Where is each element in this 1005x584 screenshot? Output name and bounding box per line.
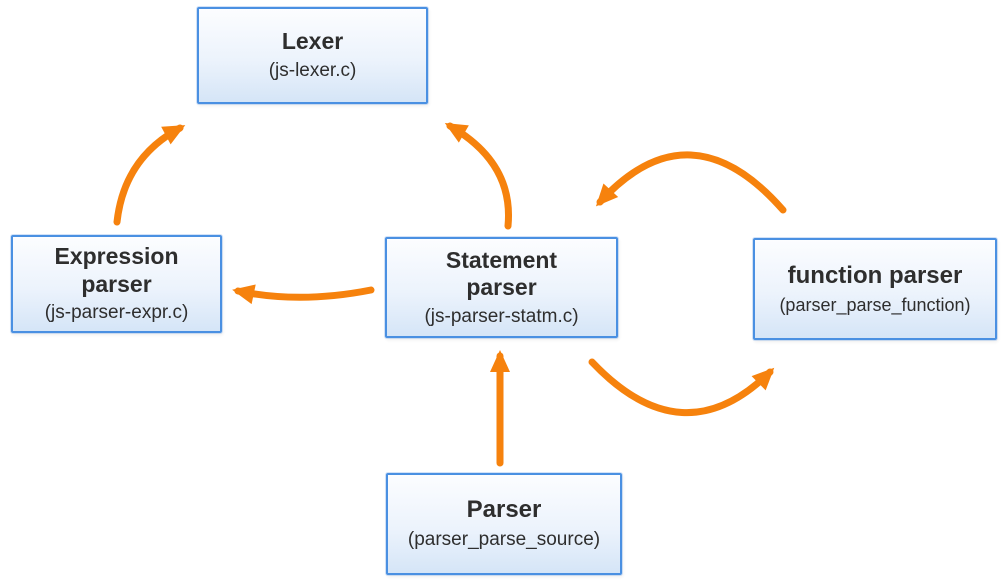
- node-parser-title: Parser: [466, 496, 542, 524]
- arrow-statement-parser-to-expression-parser: [232, 284, 375, 305]
- node-parser: Parser (parser_parse_source): [386, 473, 622, 575]
- node-function-parser-title: function parser: [787, 261, 963, 289]
- node-expression-parser: Expression parser (js-parser-expr.c): [11, 235, 222, 333]
- arrow-statement-parser-to-lexer: [444, 122, 513, 230]
- node-lexer-subtitle: (js-lexer.c): [268, 59, 357, 81]
- arrow-expression-parser-to-lexer: [113, 124, 186, 226]
- node-function-parser: function parser (parser_parse_function): [753, 238, 997, 340]
- node-statement-parser-subtitle: (js-parser-statm.c): [424, 305, 579, 327]
- node-lexer-title: Lexer: [281, 28, 344, 55]
- node-statement-parser-title: Statement parser: [445, 246, 558, 301]
- node-expression-parser-subtitle: (js-parser-expr.c): [44, 302, 189, 324]
- node-function-parser-subtitle: (parser_parse_function): [779, 294, 971, 315]
- node-expression-parser-title: Expression parser: [54, 243, 179, 297]
- arrow-function-parser-to-statement-parser: [595, 151, 787, 214]
- arrow-statement-parser-to-function-parser: [588, 358, 775, 416]
- node-lexer: Lexer (js-lexer.c): [197, 7, 428, 104]
- node-parser-subtitle: (parser_parse_source): [407, 529, 601, 551]
- node-statement-parser: Statement parser (js-parser-statm.c): [385, 237, 618, 338]
